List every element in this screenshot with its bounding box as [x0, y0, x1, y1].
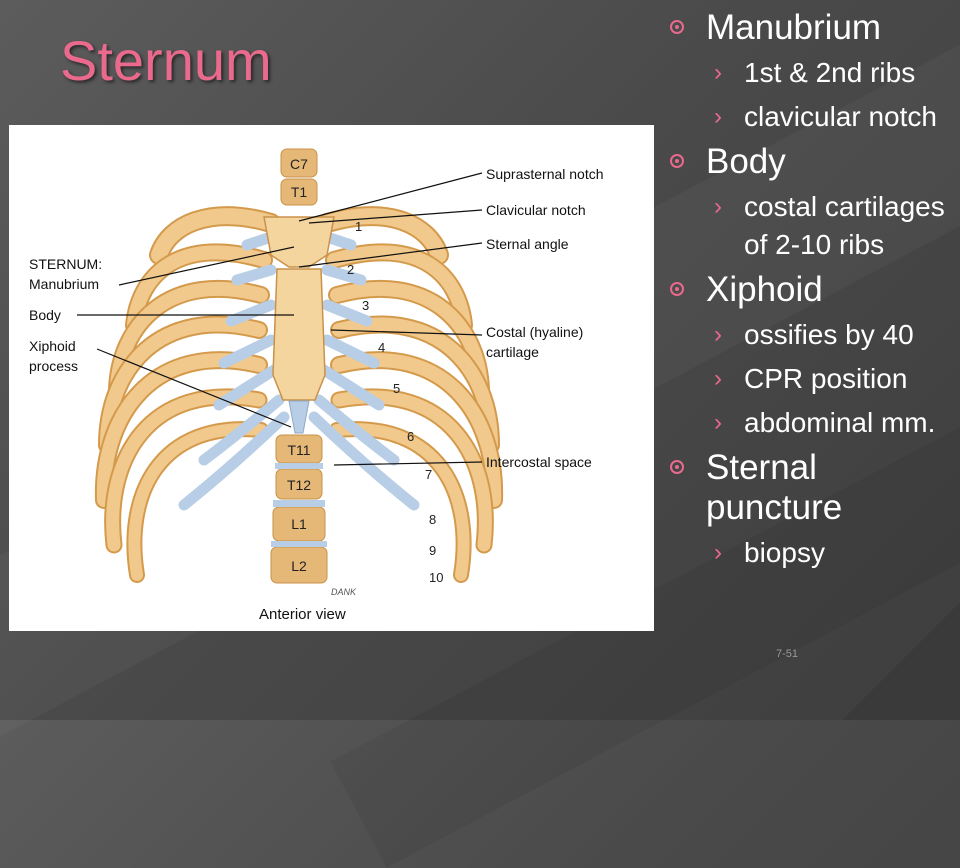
bullet-sternal-puncture: Sternal puncture [668, 448, 960, 528]
label-clavicular-notch: Clavicular notch [486, 202, 586, 218]
vertebra-label: T1 [291, 184, 308, 200]
bullet-text: Body [706, 142, 786, 181]
rib-number: 6 [407, 429, 414, 444]
sternum [263, 216, 335, 434]
rib-cage-diagram: C7 T1 T11 T12 L1 L2 1 2 3 4 5 6 7 8 9 10 [9, 125, 654, 631]
target-bullet-icon [670, 20, 684, 34]
vertebra-label: L1 [291, 516, 307, 532]
rib-number: 7 [425, 467, 432, 482]
chevron-right-icon: › [714, 59, 722, 86]
artist-signature: DANK [331, 587, 357, 597]
sub-bullet: › ossifies by 40 [668, 316, 960, 354]
leader-lines [77, 172, 483, 466]
sub-bullet-text: ossifies by 40 [744, 319, 914, 350]
sub-bullet-text: CPR position [744, 363, 908, 394]
slide-footnote: 7-51 [776, 648, 799, 660]
chevron-right-icon: › [714, 539, 722, 566]
label-manubrium: Manubrium [29, 276, 99, 292]
label-body: Body [29, 307, 61, 323]
corner-accent [842, 602, 960, 720]
chevron-right-icon: › [714, 321, 722, 348]
label-intercostal-space: Intercostal space [486, 454, 592, 470]
chevron-right-icon: › [714, 365, 722, 392]
target-bullet-icon [670, 460, 684, 474]
chevron-right-icon: › [714, 103, 722, 130]
label-sternal-angle: Sternal angle [486, 236, 569, 252]
costal-cartilages [178, 231, 420, 511]
slide-title: Sternum [60, 29, 272, 92]
sub-bullet: › costal cartilages of 2-10 ribs [668, 188, 960, 264]
sub-bullet: › biopsy [668, 534, 960, 572]
rib-number: 1 [355, 219, 362, 234]
target-bullet-icon [670, 282, 684, 296]
sub-bullet-text: 1st & 2nd ribs [744, 57, 916, 88]
label-anterior-view: Anterior view [259, 606, 346, 623]
label-xiphoid: Xiphoid [29, 338, 76, 354]
bullet-text: Xiphoid [706, 270, 823, 309]
vertebra-label: T12 [287, 477, 311, 493]
rib-number: 4 [378, 340, 385, 355]
left-ribs [94, 206, 281, 583]
sub-bullet-text: abdominal mm. [744, 407, 936, 438]
label-costal-cartilage: Costal (hyaline) [486, 324, 583, 340]
rib-number: 2 [347, 262, 354, 277]
sub-bullet: › clavicular notch [668, 98, 960, 136]
target-bullet-icon [670, 154, 684, 168]
sub-bullet-text: costal cartilages of 2-10 ribs [744, 191, 945, 260]
vertebra-label: T11 [287, 442, 310, 458]
rib-number: 8 [429, 512, 436, 527]
label-xiphoid-process: process [29, 358, 78, 374]
label-suprasternal-notch: Suprasternal notch [486, 166, 604, 182]
bullet-text: Manubrium [706, 8, 882, 47]
bullet-manubrium: Manubrium [668, 8, 960, 48]
sub-bullet-text: clavicular notch [744, 101, 937, 132]
bullet-body: Body [668, 142, 960, 182]
rib-number: 3 [362, 298, 369, 313]
label-sternum: STERNUM: [29, 256, 102, 272]
vertebra-label: L2 [291, 558, 307, 574]
vertebra-label: C7 [290, 156, 308, 172]
bullet-xiphoid: Xiphoid [668, 270, 960, 310]
sub-bullet: › 1st & 2nd ribs [668, 54, 960, 92]
callout-labels: Suprasternal notch Clavicular notch Ster… [29, 166, 604, 470]
chevron-right-icon: › [714, 409, 722, 436]
vertebral-column [270, 148, 328, 584]
rib-number: 9 [429, 543, 436, 558]
chevron-right-icon: › [714, 193, 722, 220]
bullet-text: Sternal puncture [706, 448, 843, 527]
rib-number: 5 [393, 381, 400, 396]
rib-numbers: 1 2 3 4 5 6 7 8 9 10 [347, 219, 443, 585]
sub-bullet-text: biopsy [744, 537, 825, 568]
sub-bullet: › abdominal mm. [668, 404, 960, 442]
rib-number: 10 [429, 570, 443, 585]
rib-cage-illustration: C7 T1 T11 T12 L1 L2 1 2 3 4 5 6 7 8 9 10 [29, 148, 604, 623]
bullet-list: Manubrium › 1st & 2nd ribs › clavicular … [668, 8, 960, 578]
label-costal-cartilage-2: cartilage [486, 344, 539, 360]
sub-bullet: › CPR position [668, 360, 960, 398]
